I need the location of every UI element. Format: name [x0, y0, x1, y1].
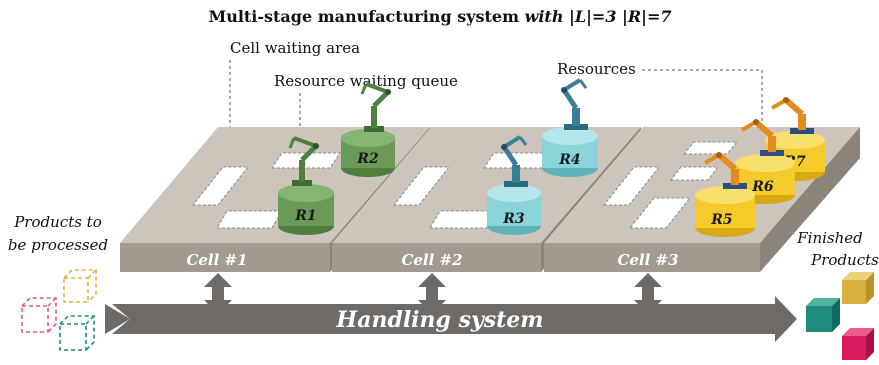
- cell-label-2: Cell #2: [401, 251, 462, 269]
- finished-products-line-1: Finished: [796, 229, 863, 247]
- resource-label-r4: R4: [558, 152, 580, 168]
- unprocessed-products: [21, 269, 97, 351]
- callout-resources: Resources: [557, 60, 636, 78]
- double-arrow-icon: [204, 273, 232, 314]
- dashed-box-icon: [63, 269, 97, 303]
- cell-label-1: Cell #1: [186, 251, 247, 269]
- cell-1-waiting-slot: [191, 166, 250, 206]
- products-to-process-line-1: Products to: [13, 213, 102, 231]
- handling-system-label: Handling system: [335, 307, 543, 333]
- solid-box-icon: [842, 272, 874, 304]
- callout-resource-waiting-queue: Resource waiting queue: [274, 72, 458, 90]
- resource-r2: R2: [341, 84, 395, 177]
- resource-label-r2: R2: [356, 151, 379, 167]
- cell-label-3: Cell #3: [617, 251, 678, 269]
- finished-products: [806, 272, 874, 360]
- dashed-box-icon: [59, 315, 95, 351]
- cell-1-queue-slot-b: [271, 152, 341, 169]
- callout-line-resources: [642, 69, 763, 128]
- double-arrow-icon: [418, 273, 446, 314]
- cell-2-waiting-slot: [392, 166, 451, 206]
- solid-box-icon: [842, 328, 874, 360]
- dashed-box-icon: [21, 297, 57, 333]
- callout-cell-waiting-area: Cell waiting area: [230, 39, 360, 57]
- title-prefix: Multi-stage manufacturing system: [208, 7, 524, 26]
- products-to-process-line-2: be processed: [8, 236, 108, 254]
- handling-system-bar: [105, 296, 797, 342]
- waiting-slots: [191, 141, 739, 229]
- double-arrows: [204, 273, 662, 314]
- resource-r3: R3: [487, 137, 541, 235]
- resource-r4: R4: [542, 80, 598, 177]
- cell-1-queue-slot-a: [216, 210, 283, 229]
- resource-r5: R5: [695, 152, 755, 237]
- resource-r1: R1: [278, 138, 334, 235]
- double-arrow-icon: [634, 273, 662, 314]
- resource-label-r3: R3: [502, 211, 525, 227]
- cell-3-queue-slot-b: [682, 141, 739, 155]
- title-suffix: with |L|=3 |R|=7: [525, 7, 672, 26]
- cell-3-waiting-slot-a: [602, 166, 661, 206]
- robot-arm-icon: [362, 84, 391, 132]
- resource-label-r5: R5: [710, 212, 732, 228]
- cell-3-queue-slot-a: [669, 166, 720, 181]
- cell-2-queue-slot-a: [429, 210, 498, 229]
- robot-arm-icon: [561, 80, 588, 130]
- cell-3-waiting-slot-b: [628, 197, 692, 229]
- solid-box-icon: [806, 298, 840, 332]
- resource-label-r6: R6: [751, 179, 774, 195]
- page-title: Multi-stage manufacturing system with |L…: [208, 7, 671, 26]
- resource-label-r1: R1: [294, 208, 316, 224]
- finished-products-line-2: Products: [810, 251, 879, 269]
